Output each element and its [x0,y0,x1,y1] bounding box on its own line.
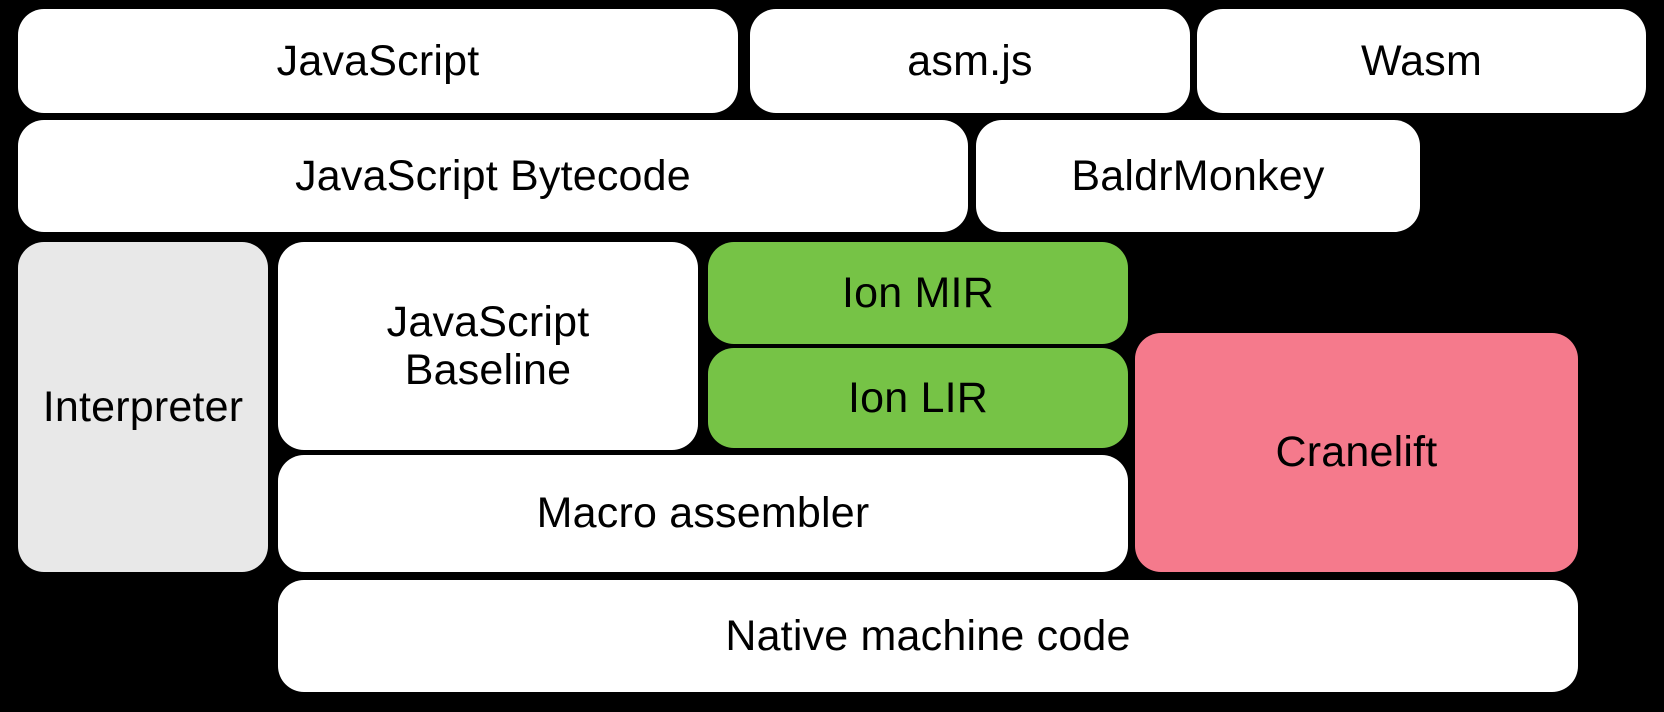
node-interpreter[interactable]: Interpreter [18,242,268,572]
node-baldrmonkey[interactable]: BaldrMonkey [976,120,1420,232]
node-label-javascript: JavaScript [276,36,480,85]
node-label-ion-lir: Ion LIR [847,373,989,422]
node-label-baldrmonkey: BaldrMonkey [1071,151,1325,200]
node-label-interpreter: Interpreter [42,382,244,431]
node-javascript-baseline[interactable]: JavaScript Baseline [278,242,698,450]
node-label-asm-js: asm.js [907,36,1033,85]
node-label-native-machine-code: Native machine code [725,611,1131,660]
node-label-macro-assembler: Macro assembler [536,489,870,538]
node-javascript-bytecode[interactable]: JavaScript Bytecode [18,120,968,232]
node-asm-js[interactable]: asm.js [750,9,1190,113]
node-ion-mir[interactable]: Ion MIR [708,242,1128,344]
node-label-wasm: Wasm [1360,36,1483,85]
node-label-javascript-bytecode: JavaScript Bytecode [295,151,691,200]
node-label-ion-mir: Ion MIR [842,268,994,317]
node-cranelift[interactable]: Cranelift [1135,333,1578,572]
node-javascript[interactable]: JavaScript [18,9,738,113]
node-macro-assembler[interactable]: Macro assembler [278,455,1128,572]
node-label-cranelift: Cranelift [1275,428,1438,477]
node-native-machine-code[interactable]: Native machine code [278,580,1578,692]
node-wasm[interactable]: Wasm [1197,9,1646,113]
node-label-javascript-baseline: JavaScript Baseline [386,297,590,394]
node-ion-lir[interactable]: Ion LIR [708,348,1128,448]
